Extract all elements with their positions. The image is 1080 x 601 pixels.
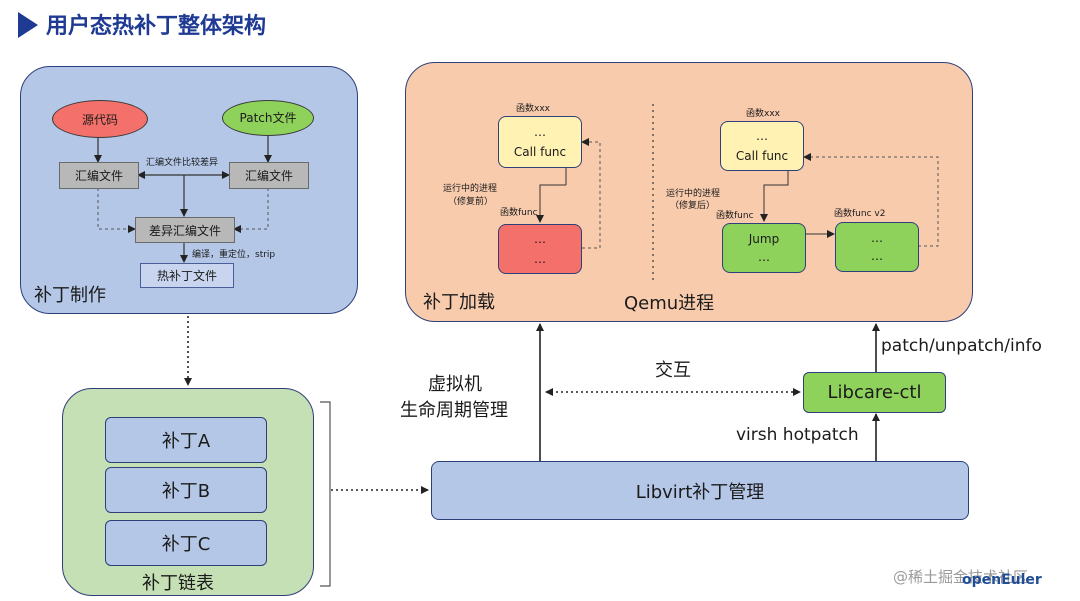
patch-list-item-c: 补丁C [105,520,267,566]
asm-left-label: 汇编文件 [74,169,123,183]
patch-list-item-c-label: 补丁C [161,534,211,555]
func-v2-label: 函数func v2 [834,209,886,219]
right-func-label: 函数func [716,211,754,221]
right-proc-note-1: 运行中的进程 [666,189,721,199]
patch-list-label: 补丁链表 [142,573,214,594]
left-func-title: 函数xxx [516,104,550,114]
vm-mgmt-line-2: 生命周期管理 [400,400,508,421]
hotpatch-file-node: 热补丁文件 [140,263,234,288]
right-call-box: … Call func [720,121,804,171]
left-func-dots-2: … [534,252,546,266]
asm-left-dotted [97,188,136,233]
left-proc-note-2: （修复前） [448,197,494,207]
right-call-func: Call func [735,149,789,163]
right-call-to-func-line [760,160,789,222]
page-title: 用户态热补丁整体架构 [46,14,267,39]
list-bracket [320,401,331,587]
left-call-func: Call func [513,145,567,159]
right-proc-note-2: （修复后） [670,201,716,211]
libcare-ctl-box: Libcare-ctl [803,372,946,413]
asm-right-label: 汇编文件 [244,169,293,183]
left-func-dots-1: … [534,232,546,246]
func-v2-dots-1: … [871,231,883,245]
jump-box: Jump … [722,223,806,273]
patch-load-label: 补丁加载 [423,292,495,313]
left-return-dotted [581,138,601,249]
asm-right-dotted [233,188,269,233]
libvirt-box: Libvirt补丁管理 [431,461,969,520]
left-call-dots: … [534,125,546,139]
interact-label: 交互 [655,360,691,381]
asm-right-node: 汇编文件 [229,162,309,189]
patch-list-item-a-label: 补丁A [161,431,211,452]
right-return-dotted [803,153,939,247]
source-code-node: 源代码 [52,100,148,138]
patch-load-panel [405,62,973,322]
openeuler-logo: openEuler [962,572,1042,588]
source-code-label: 源代码 [81,112,118,127]
patch-cmds-label: patch/unpatch/info [881,336,1042,356]
build-note: 编译，重定位，strip [192,250,276,260]
virsh-hotpatch-label: virsh hotpatch [736,425,859,445]
libvirt-label: Libvirt补丁管理 [635,481,765,503]
patch-list-item-b: 补丁B [105,467,267,513]
right-call-dots: … [756,129,768,143]
func-v2-box: … … [835,222,919,272]
func-v2-dots-2: … [871,249,883,263]
left-call-to-func-line [536,184,566,223]
left-func-label: 函数func [500,208,538,218]
compare-note: 汇编文件比较差异 [146,158,219,168]
libcare-ctl-label: Libcare-ctl [827,382,922,403]
patch-list-item-a: 补丁A [105,417,267,463]
patch-make-label: 补丁制作 [34,285,106,306]
left-proc-note-1: 运行中的进程 [443,184,498,194]
title-triangle-icon [18,12,38,38]
asm-left-node: 汇编文件 [59,162,139,189]
left-func-box: … … [498,224,582,274]
jump-label: Jump [748,232,780,246]
watermark: @稀土掘金技术社区 [893,568,1029,586]
diff-asm-label: 差异汇编文件 [148,223,221,238]
jump-dots: … [758,250,770,264]
right-func-title: 函数xxx [746,109,780,119]
hotpatch-file-label: 热补丁文件 [156,269,217,283]
qemu-process-label: Qemu进程 [624,293,715,314]
vm-mgmt-line-1: 虚拟机 [428,374,482,395]
diff-asm-node: 差异汇编文件 [135,217,235,243]
patch-file-node: Patch文件 [222,100,314,136]
patch-file-label: Patch文件 [239,111,297,125]
patch-list-item-b-label: 补丁B [161,481,211,502]
left-call-box: … Call func [498,116,582,168]
